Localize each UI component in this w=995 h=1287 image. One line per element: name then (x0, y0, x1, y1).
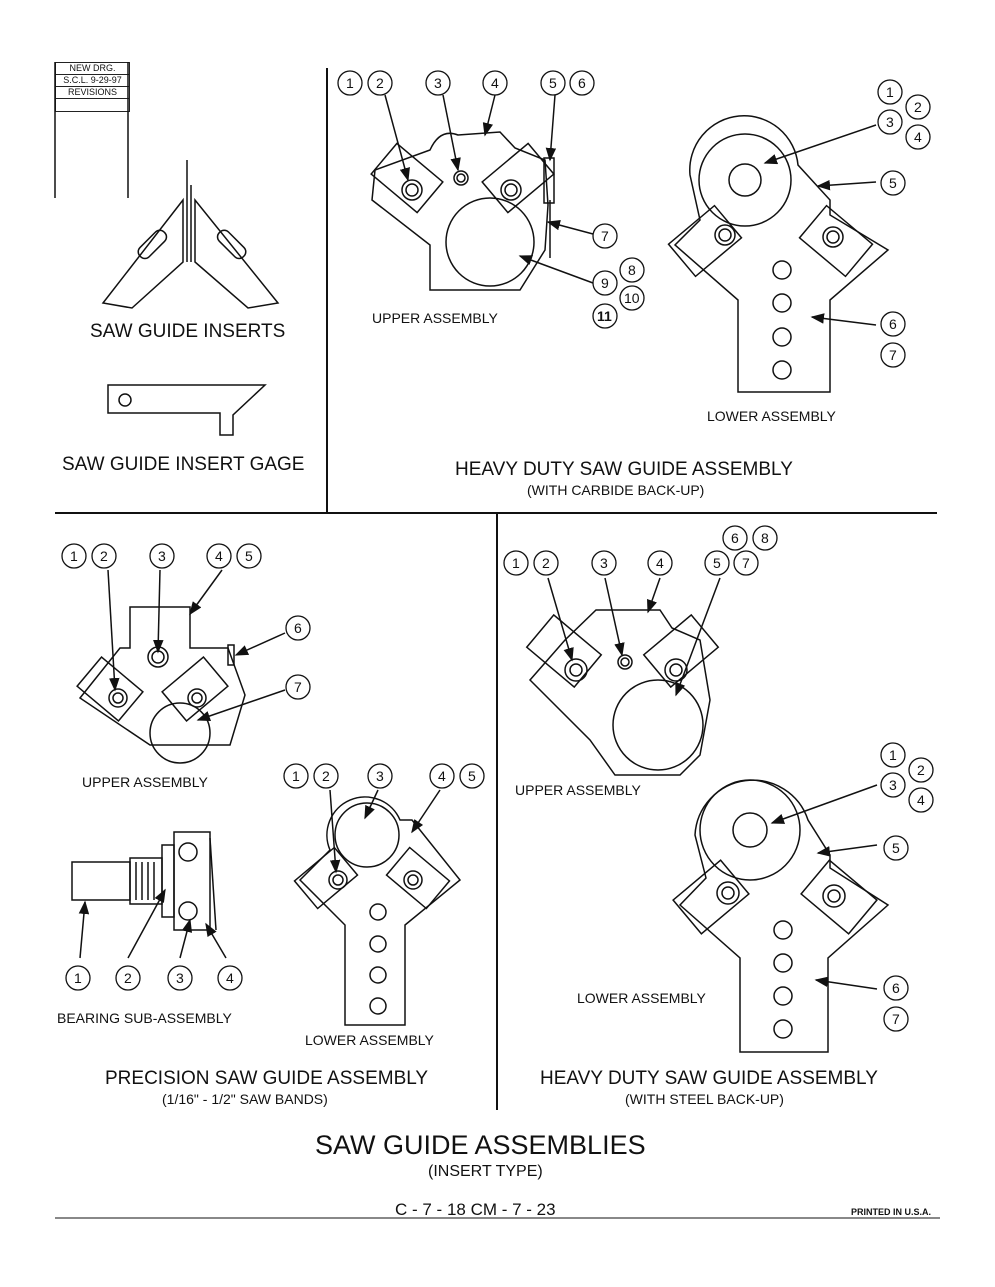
callout-7: 7 (601, 228, 609, 244)
callout-7: 7 (742, 555, 750, 571)
printed-in-usa: PRINTED IN U.S.A. (851, 1207, 932, 1217)
callout-1: 1 (346, 75, 354, 91)
callout-6: 6 (889, 316, 897, 332)
revision-line-date: S.C.L. 9-29-97 (56, 75, 129, 87)
callout-4: 4 (914, 129, 922, 145)
revision-line-revisions: REVISIONS (56, 87, 129, 99)
callout-2: 2 (100, 548, 108, 564)
callout-1: 1 (889, 747, 897, 763)
callout-3: 3 (376, 768, 384, 784)
callout-5: 5 (713, 555, 721, 571)
callout-3: 3 (176, 970, 184, 986)
callout-5: 5 (245, 548, 253, 564)
hd-steel-title: HEAVY DUTY SAW GUIDE ASSEMBLY (540, 1068, 878, 1089)
bearing-sub-assembly-label: BEARING SUB-ASSEMBLY (57, 1010, 232, 1026)
revision-line-new-drg: NEW DRG. (56, 63, 129, 75)
bearing-leaders (78, 888, 227, 959)
hd-carbide-upper-drawing (370, 131, 555, 291)
precision-upper-label: UPPER ASSEMBLY (82, 774, 208, 790)
precision-upper-leaders (107, 569, 286, 722)
callout-4: 4 (438, 768, 446, 784)
callout-4: 4 (215, 548, 223, 564)
callout-4: 4 (917, 792, 925, 808)
callout-8: 8 (628, 262, 636, 278)
callout-3: 3 (434, 75, 442, 91)
page-subtitle: (INSERT TYPE) (428, 1163, 543, 1180)
hd-carbide-lower-drawing (667, 115, 890, 393)
callout-11: 11 (597, 308, 612, 324)
callout-9: 9 (601, 275, 609, 291)
callout-10: 10 (624, 290, 640, 306)
callout-4: 4 (226, 970, 234, 986)
callout-5: 5 (468, 768, 476, 784)
hd-carbide-subtitle: (WITH CARBIDE BACK-UP) (527, 482, 705, 498)
callout-6: 6 (731, 530, 739, 546)
callout-1: 1 (886, 84, 894, 100)
insert-gage-title: SAW GUIDE INSERT GAGE (62, 454, 305, 475)
callout-4: 4 (491, 75, 499, 91)
callout-3: 3 (886, 114, 894, 130)
hd-carbide-upper-label: UPPER ASSEMBLY (372, 310, 498, 326)
callout-7: 7 (889, 347, 897, 363)
callout-6: 6 (294, 620, 302, 636)
hd-steel-subtitle: (WITH STEEL BACK-UP) (625, 1091, 784, 1107)
saw-guide-inserts-drawing (101, 160, 280, 309)
page-title: SAW GUIDE ASSEMBLIES (315, 1130, 646, 1160)
callout-3: 3 (158, 548, 166, 564)
callout-1: 1 (512, 555, 520, 571)
callout-4: 4 (656, 555, 664, 571)
callout-2: 2 (914, 99, 922, 115)
callout-6: 6 (892, 980, 900, 996)
callout-7: 7 (294, 679, 302, 695)
callout-1: 1 (74, 970, 82, 986)
hd-steel-lower-drawing (672, 779, 890, 1053)
callout-6: 6 (578, 75, 586, 91)
page-reference: C - 7 - 18 CM - 7 - 23 (395, 1200, 556, 1219)
callout-1: 1 (70, 548, 78, 564)
callout-3: 3 (889, 777, 897, 793)
callout-5: 5 (889, 175, 897, 191)
hd-carbide-upper-leaders (384, 94, 594, 284)
insert-gage-drawing (107, 384, 267, 436)
callout-8: 8 (761, 530, 769, 546)
callout-3: 3 (600, 555, 608, 571)
precision-lower-drawing (293, 796, 462, 1026)
hd-steel-upper-drawing (525, 609, 720, 776)
callout-2: 2 (322, 768, 330, 784)
precision-subtitle: (1/16" - 1/2" SAW BANDS) (162, 1091, 328, 1107)
callout-5: 5 (892, 840, 900, 856)
hd-steel-lower-leaders (770, 784, 878, 990)
hd-steel-upper-leaders (547, 577, 721, 697)
callout-5: 5 (549, 75, 557, 91)
callout-7: 7 (892, 1011, 900, 1027)
bearing-sub-assembly-drawing (71, 831, 217, 931)
hd-steel-upper-label: UPPER ASSEMBLY (515, 782, 641, 798)
callout-1: 1 (292, 768, 300, 784)
precision-title: PRECISION SAW GUIDE ASSEMBLY (105, 1068, 429, 1089)
hd-carbide-title: HEAVY DUTY SAW GUIDE ASSEMBLY (455, 459, 793, 480)
precision-lower-leaders (329, 789, 441, 874)
callout-2: 2 (124, 970, 132, 986)
hd-carbide-lower-leaders (763, 124, 877, 326)
callout-2: 2 (542, 555, 550, 571)
saw-guide-inserts-title: SAW GUIDE INSERTS (90, 321, 286, 342)
callout-2: 2 (376, 75, 384, 91)
precision-upper-drawing (76, 606, 246, 764)
callout-2: 2 (917, 762, 925, 778)
hd-carbide-lower-label: LOWER ASSEMBLY (707, 408, 836, 424)
precision-lower-label: LOWER ASSEMBLY (305, 1032, 434, 1048)
hd-steel-lower-label: LOWER ASSEMBLY (577, 990, 706, 1006)
callout-circles (61, 70, 934, 1032)
